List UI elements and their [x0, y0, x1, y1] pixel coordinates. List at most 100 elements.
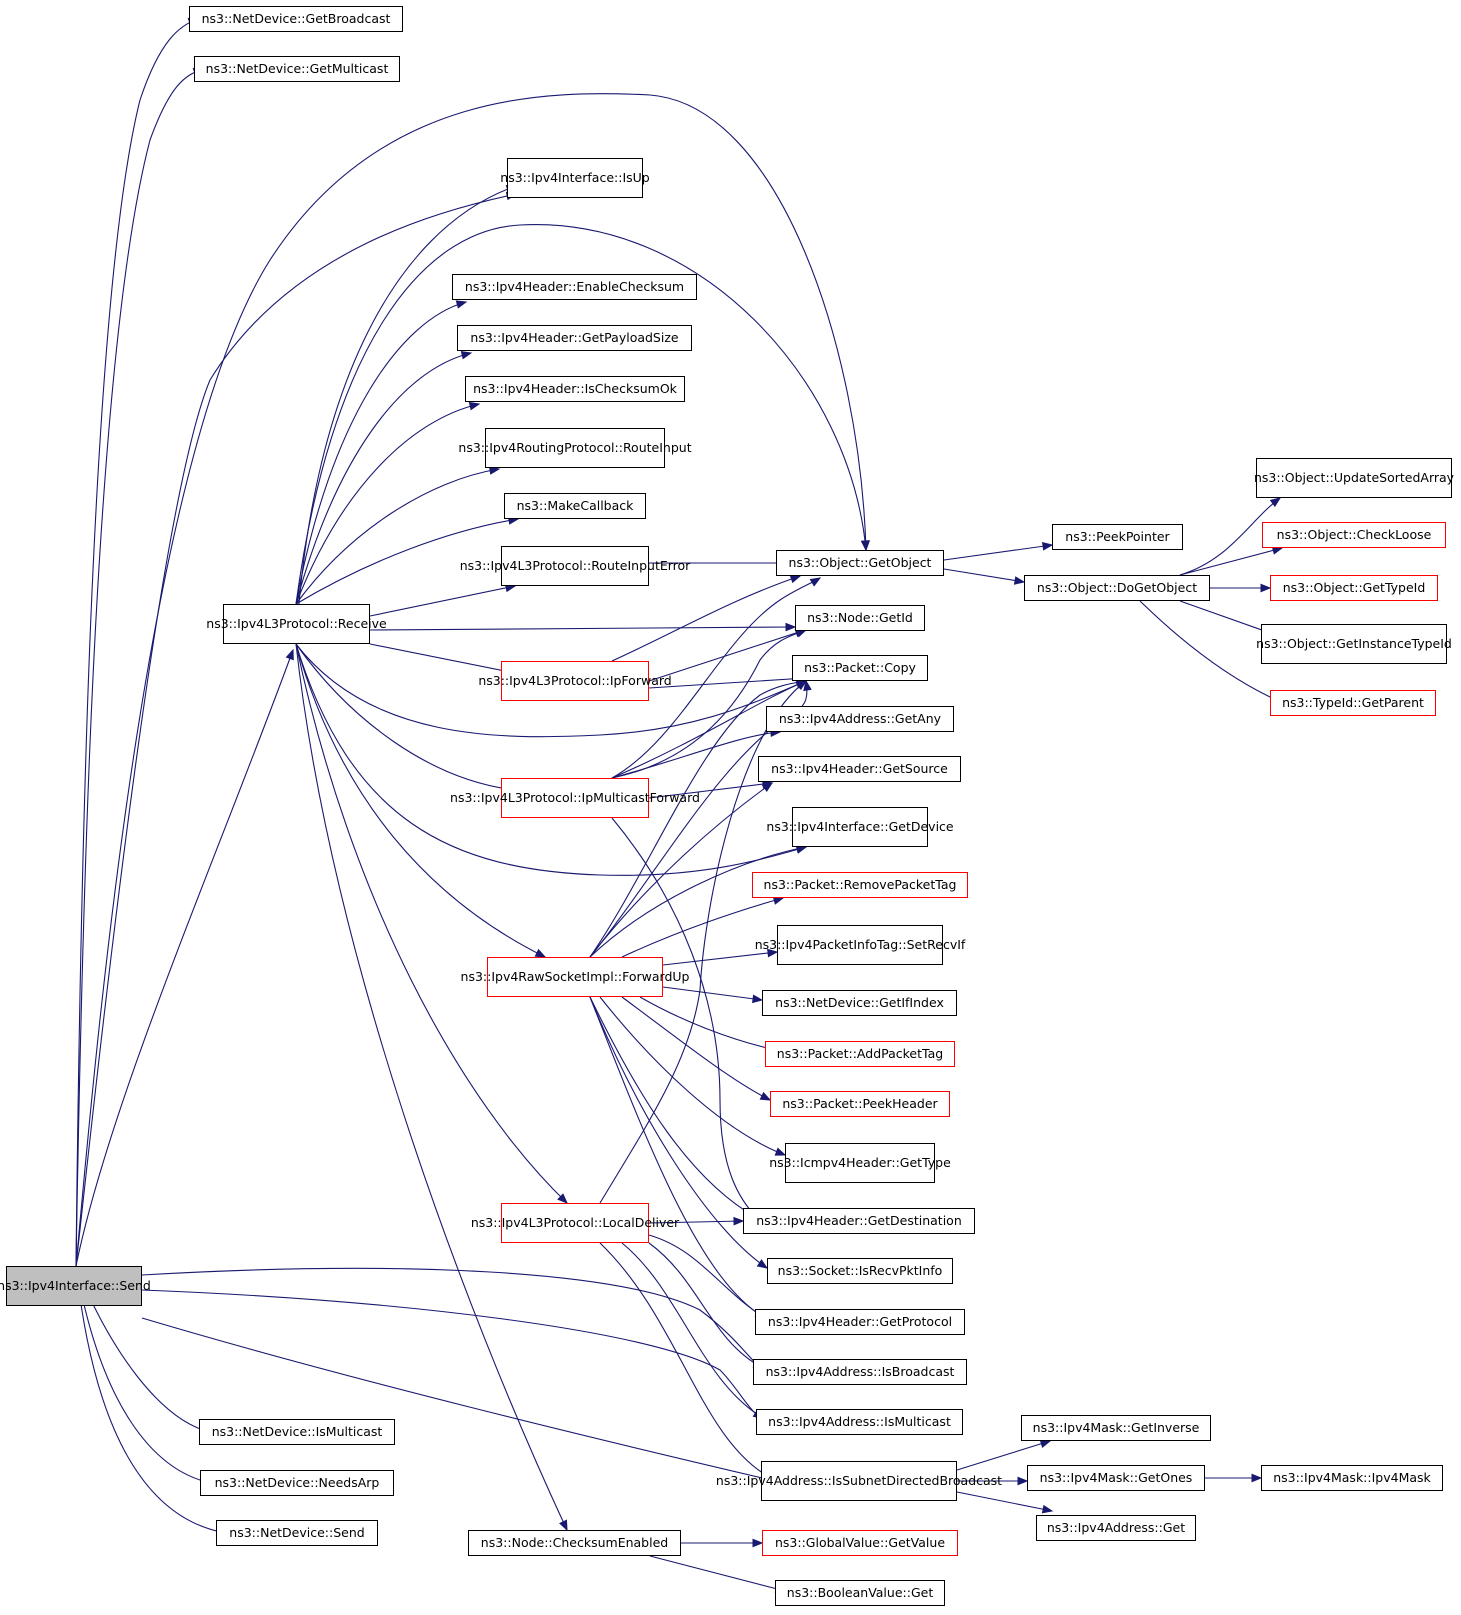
node-netdevice-getmulticast[interactable]: ns3::NetDevice::GetMulticast	[194, 56, 400, 82]
call-edge-arrowhead	[1251, 1473, 1263, 1483]
node-ipv4interface-isup[interactable]: ns3::Ipv4Interface::IsUp	[500, 158, 650, 198]
call-edge	[589, 996, 758, 1219]
node-netdevice-send[interactable]: ns3::NetDevice::Send	[216, 1520, 378, 1546]
call-edge-arrowhead	[455, 300, 468, 309]
call-edge	[611, 575, 801, 662]
node-typeid-getparent[interactable]: ns3::TypeId::GetParent	[1270, 690, 1436, 716]
call-edge-arrowhead	[733, 1216, 745, 1226]
call-edge-arrowhead	[752, 994, 764, 1004]
node-ipv4packetinfotag-setrecvif[interactable]: ns3::Ipv4PacketInfoTag::SetRecvIf	[755, 925, 965, 965]
node-makecallback[interactable]: ns3::MakeCallback	[504, 493, 646, 519]
call-edge-arrowhead	[1013, 576, 1026, 585]
call-edge	[589, 996, 766, 1319]
call-edge	[1139, 600, 1284, 704]
node-ipv4address-get[interactable]: ns3::Ipv4Address::Get	[1036, 1515, 1196, 1541]
call-edge	[295, 468, 500, 605]
call-edge	[295, 352, 472, 605]
node-ipv4mask-ipv4mask[interactable]: ns3::Ipv4Mask::Ipv4Mask	[1261, 1465, 1443, 1491]
node-object-dogetobject[interactable]: ns3::Object::DoGetObject	[1024, 575, 1210, 601]
call-edge	[1179, 497, 1281, 576]
call-edge	[589, 782, 773, 958]
call-edge	[943, 544, 1053, 561]
call-edge	[943, 568, 1025, 583]
node-ipv4address-getany[interactable]: ns3::Ipv4Address::GetAny	[766, 706, 954, 732]
node-object-checkloose[interactable]: ns3::Object::CheckLoose	[1262, 522, 1446, 548]
call-edge-arrowhead	[756, 1259, 769, 1269]
call-edge	[611, 680, 807, 779]
call-edge	[621, 897, 784, 958]
call-edge	[611, 731, 781, 779]
call-edge	[75, 1265, 212, 1484]
node-icmpv4header-gettype[interactable]: ns3::Icmpv4Header::GetType	[769, 1143, 951, 1183]
node-object-gettypeid[interactable]: ns3::Object::GetTypeId	[1270, 575, 1438, 601]
call-edge	[611, 577, 821, 779]
node-netdevice-getbroadcast[interactable]: ns3::NetDevice::GetBroadcast	[189, 6, 403, 32]
node-ipv4l3protocol-ipforward[interactable]: ns3::Ipv4L3Protocol::IpForward	[478, 661, 672, 701]
call-edge-arrowhead	[795, 680, 808, 691]
call-edge	[75, 649, 294, 1267]
node-ipv4mask-getones[interactable]: ns3::Ipv4Mask::GetOnes	[1027, 1465, 1205, 1491]
call-edge	[639, 996, 777, 1051]
node-ipv4rawsocketimpl-forwardup[interactable]: ns3::Ipv4RawSocketImpl::ForwardUp	[461, 957, 689, 997]
call-edge	[369, 585, 516, 617]
call-edge	[648, 1234, 766, 1319]
node-netdevice-needsarp[interactable]: ns3::NetDevice::NeedsArp	[200, 1470, 394, 1496]
call-edge	[956, 1491, 1053, 1512]
call-edge-arrowhead	[809, 577, 822, 587]
call-edge	[75, 1265, 227, 1534]
call-edge-arrowhead	[761, 782, 774, 793]
node-packet-copy[interactable]: ns3::Packet::Copy	[792, 655, 928, 681]
node-packet-addpackettag[interactable]: ns3::Packet::AddPacketTag	[765, 1041, 955, 1067]
node-ipv4routingprotocol-routeinput[interactable]: ns3::Ipv4RoutingProtocol::RouteInput	[458, 428, 692, 468]
node-ipv4header-getprotocol[interactable]: ns3::Ipv4Header::GetProtocol	[755, 1309, 965, 1335]
call-edge	[599, 1242, 772, 1479]
call-edge	[648, 1220, 744, 1224]
node-booleanvalue-get[interactable]: ns3::BooleanValue::Get	[775, 1580, 945, 1606]
node-ipv4interface-getdevice[interactable]: ns3::Ipv4Interface::GetDevice	[766, 807, 954, 847]
node-ipv4address-ismulticast[interactable]: ns3::Ipv4Address::IsMulticast	[756, 1409, 963, 1435]
call-edge	[75, 93, 867, 1267]
node-globalvalue-getvalue[interactable]: ns3::GlobalValue::GetValue	[762, 1530, 958, 1556]
call-edge	[1179, 547, 1283, 576]
node-ipv4mask-getinverse[interactable]: ns3::Ipv4Mask::GetInverse	[1021, 1415, 1211, 1441]
node-node-checksumenabled[interactable]: ns3::Node::ChecksumEnabled	[468, 1530, 681, 1556]
node-ipv4l3protocol-ipmulticastforward[interactable]: ns3::Ipv4L3Protocol::IpMulticastForward	[450, 778, 700, 818]
node-node-getid[interactable]: ns3::Node::GetId	[795, 605, 925, 631]
call-edge	[599, 680, 807, 1204]
node-ipv4address-isbroadcast[interactable]: ns3::Ipv4Address::IsBroadcast	[753, 1359, 967, 1385]
node-ipv4l3protocol-receive[interactable]: ns3::Ipv4L3Protocol::Receive	[206, 604, 387, 644]
node-packet-removepackettag[interactable]: ns3::Packet::RemovePacketTag	[752, 872, 968, 898]
call-edge	[648, 782, 773, 799]
node-packet-peekheader[interactable]: ns3::Packet::PeekHeader	[770, 1091, 950, 1117]
node-ipv4header-getsource[interactable]: ns3::Ipv4Header::GetSource	[758, 756, 961, 782]
call-edge	[662, 951, 778, 966]
call-edge	[141, 1289, 769, 1423]
node-ipv4header-getpayloadsize[interactable]: ns3::Ipv4Header::GetPayloadSize	[457, 325, 692, 351]
node-ipv4l3protocol-routeinputerror[interactable]: ns3::Ipv4L3Protocol::RouteInputError	[460, 546, 690, 586]
node-ipv4header-enablechecksum[interactable]: ns3::Ipv4Header::EnableChecksum	[452, 274, 697, 300]
call-edge	[141, 1317, 776, 1482]
call-edge-arrowhead	[559, 1519, 568, 1532]
node-object-getobject[interactable]: ns3::Object::GetObject	[776, 550, 944, 576]
node-ipv4header-ischecksumok[interactable]: ns3::Ipv4Header::IsChecksumOk	[465, 376, 685, 402]
call-edge	[621, 996, 771, 1101]
node-peekpointer[interactable]: ns3::PeekPointer	[1052, 524, 1183, 550]
call-edge	[75, 18, 199, 1267]
call-edge	[369, 643, 516, 674]
node-netdevice-getifindex[interactable]: ns3::NetDevice::GetIfIndex	[762, 990, 957, 1016]
call-edge-arrowhead	[1041, 1504, 1054, 1514]
node-netdevice-ismulticast[interactable]: ns3::NetDevice::IsMulticast	[199, 1419, 395, 1445]
call-edge	[648, 677, 807, 689]
node-ipv4header-getdestination[interactable]: ns3::Ipv4Header::GetDestination	[743, 1208, 975, 1234]
call-edge	[611, 817, 758, 1219]
node-socket-isrecvpktinfo[interactable]: ns3::Socket::IsRecvPktInfo	[767, 1258, 953, 1284]
node-ipv4l3protocol-localdeliver[interactable]: ns3::Ipv4L3Protocol::LocalDeliver	[471, 1203, 679, 1243]
call-edge	[295, 643, 568, 1204]
node-ipv4interface-send: ns3::Ipv4Interface::Send	[0, 1266, 151, 1306]
call-edge	[589, 846, 807, 958]
call-edge-arrowhead	[1269, 497, 1282, 508]
